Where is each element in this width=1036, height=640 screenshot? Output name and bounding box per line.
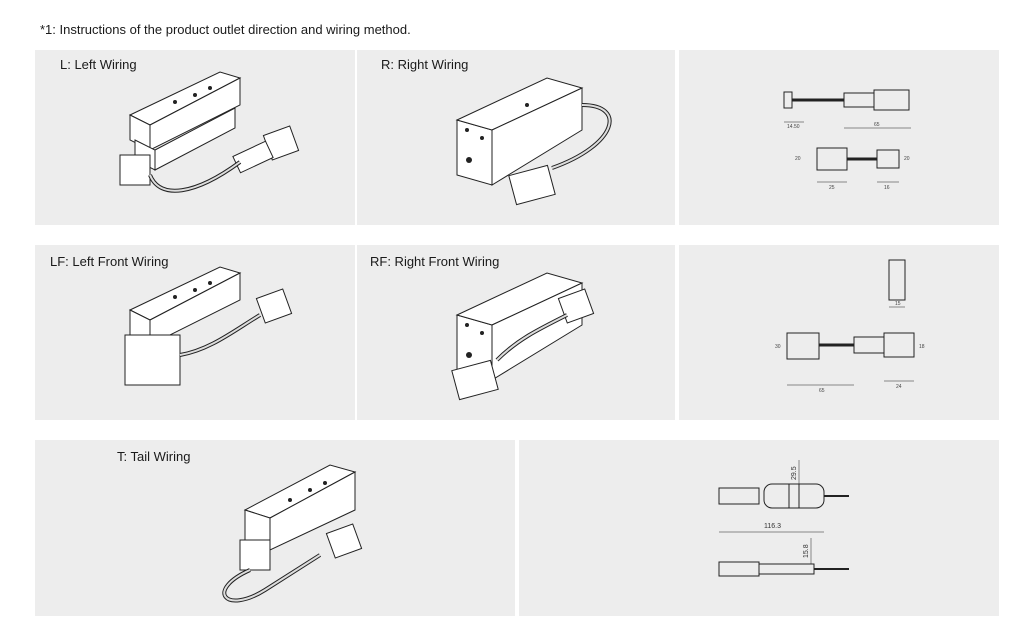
dim-label: 14.50 bbox=[787, 124, 800, 130]
dim-label: 65 bbox=[819, 388, 825, 394]
dim-label: 15 bbox=[895, 301, 901, 307]
actuator-right-front-wiring-illustration bbox=[451, 272, 595, 401]
panel-left-front-wiring: LF: Left Front Wiring bbox=[35, 245, 355, 420]
dim-label: 65 bbox=[874, 122, 880, 128]
panel-tail-wiring: T: Tail Wiring bbox=[35, 440, 515, 616]
dim-label: 16 bbox=[884, 185, 890, 191]
panel-wiring-dimensions-2: 15 30 65 24 18 bbox=[679, 245, 999, 420]
dim-label: 30 bbox=[775, 344, 781, 350]
page-heading: *1: Instructions of the product outlet d… bbox=[40, 22, 411, 37]
actuator-right-wiring-illustration bbox=[455, 77, 612, 206]
dim-label: 116.3 bbox=[764, 523, 781, 530]
dim-label: 29.5 bbox=[791, 466, 798, 480]
panel-wiring-dimensions-1: 14.50 65 20 25 16 20 bbox=[679, 50, 999, 225]
dim-label: 20 bbox=[795, 156, 801, 162]
panel-left-wiring: L: Left Wiring bbox=[35, 50, 355, 225]
actuator-left-wiring-illustration bbox=[119, 71, 300, 193]
actuator-tail-wiring-illustration bbox=[222, 464, 363, 603]
dim-label: 25 bbox=[829, 185, 835, 191]
panel-wiring-dimensions-3: 29.5 116.3 15.8 bbox=[519, 440, 999, 616]
panel-right-front-wiring: RF: Right Front Wiring bbox=[357, 245, 675, 420]
actuator-left-front-wiring-illustration bbox=[124, 266, 293, 386]
panel-label: RF: Right Front Wiring bbox=[370, 254, 500, 269]
dim-label: 15.8 bbox=[803, 544, 810, 558]
dim-label: 18 bbox=[919, 344, 925, 350]
panel-label: T: Tail Wiring bbox=[117, 449, 191, 464]
panel-label: R: Right Wiring bbox=[381, 57, 469, 72]
dim-label: 20 bbox=[904, 156, 910, 162]
dim-label: 24 bbox=[896, 384, 902, 390]
panel-label: LF: Left Front Wiring bbox=[50, 254, 169, 269]
connector-dimension-drawing: 29.5 116.3 15.8 bbox=[718, 460, 849, 577]
connector-dimension-drawing: 14.50 65 20 25 16 20 bbox=[783, 89, 911, 191]
panel-label: L: Left Wiring bbox=[60, 57, 137, 72]
panel-right-wiring: R: Right Wiring bbox=[357, 50, 675, 225]
connector-dimension-drawing: 15 30 65 24 18 bbox=[775, 259, 925, 394]
